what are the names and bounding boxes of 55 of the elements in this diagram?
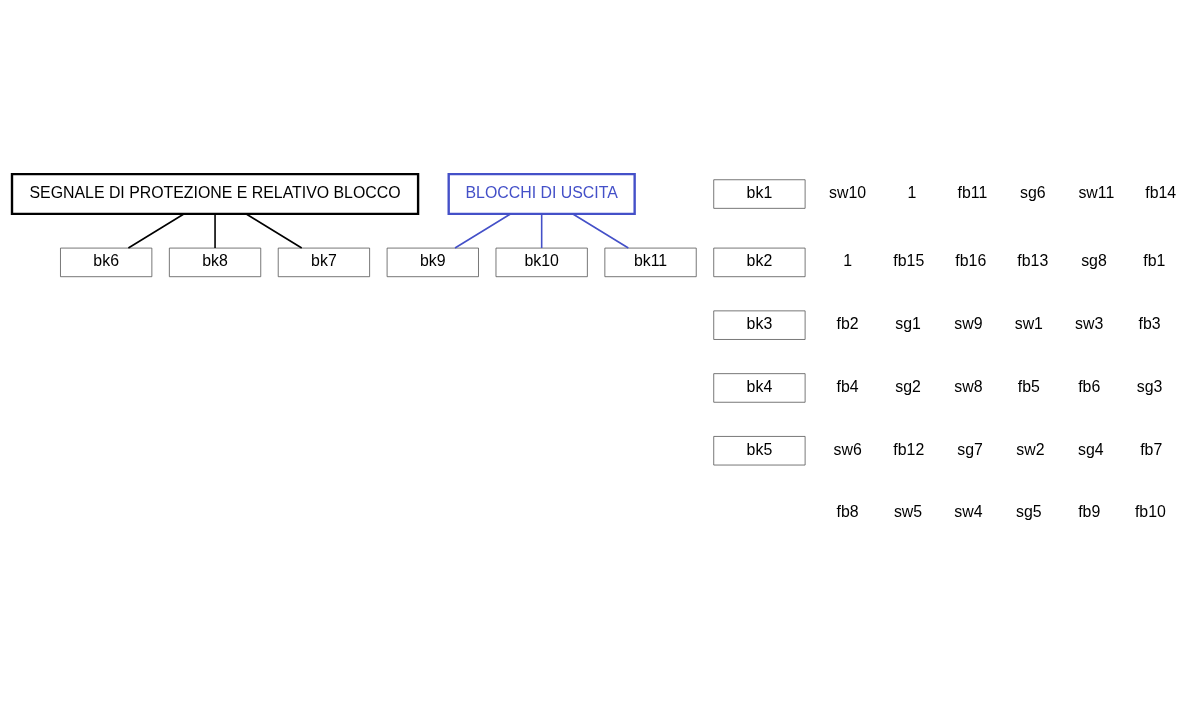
label: sw3 (1075, 315, 1104, 333)
node-box: bk6 (60, 247, 153, 278)
label: fb1 (1143, 252, 1166, 270)
node-box: bk7 (277, 247, 370, 278)
label: fb15 (893, 252, 925, 270)
label: fb4 (836, 377, 859, 395)
node-box: bk3 (713, 310, 806, 340)
label: sg4 (1078, 440, 1104, 458)
label: sw6 (833, 440, 862, 458)
label: fb8 (836, 503, 859, 521)
connector (572, 213, 630, 249)
node-box: bk4 (713, 373, 806, 403)
label: fb10 (1134, 503, 1166, 521)
node-box: bk5 (713, 436, 806, 466)
connector (540, 213, 543, 249)
label: sg8 (1081, 252, 1107, 270)
label: sw11 (1078, 184, 1115, 202)
label: fb5 (1017, 377, 1040, 395)
connector (454, 213, 512, 249)
label: fb16 (955, 252, 987, 270)
node-box: bk2 (713, 247, 806, 278)
label: sg7 (957, 440, 983, 458)
label: sw8 (954, 377, 983, 395)
connector (127, 213, 185, 249)
connector (245, 213, 303, 249)
label: sw10 (829, 184, 867, 202)
node-box: BLOCCHI DI USCITA (447, 173, 636, 216)
label: fb14 (1145, 184, 1177, 202)
label: 1 (907, 184, 917, 202)
label: sg2 (895, 377, 921, 395)
node-box: bk11 (604, 247, 697, 278)
node-box: bk9 (386, 247, 479, 278)
node-box: bk1 (713, 179, 806, 209)
label: fb6 (1078, 377, 1101, 395)
label: sw1 (1014, 315, 1043, 333)
label: sg6 (1019, 184, 1046, 202)
label: fb3 (1138, 315, 1161, 333)
label: sg5 (1016, 503, 1042, 521)
label: sg1 (895, 315, 921, 333)
label: sw5 (893, 503, 923, 521)
label: fb2 (836, 315, 859, 333)
label: sw9 (954, 315, 983, 333)
label: fb11 (957, 184, 988, 202)
label: sw4 (954, 503, 983, 521)
label: sg3 (1136, 377, 1163, 395)
label: 1 (843, 252, 853, 270)
label: fb7 (1140, 440, 1163, 458)
label: sw2 (1016, 440, 1045, 458)
connector (214, 213, 216, 249)
label: fb9 (1078, 503, 1101, 521)
node-box: SEGNALE DI PROTEZIONE E RELATIVO BLOCCO (10, 173, 420, 216)
node-box: bk10 (495, 247, 588, 278)
label: fb13 (1017, 252, 1049, 270)
node-box: bk8 (168, 247, 262, 278)
label: fb12 (893, 440, 925, 458)
